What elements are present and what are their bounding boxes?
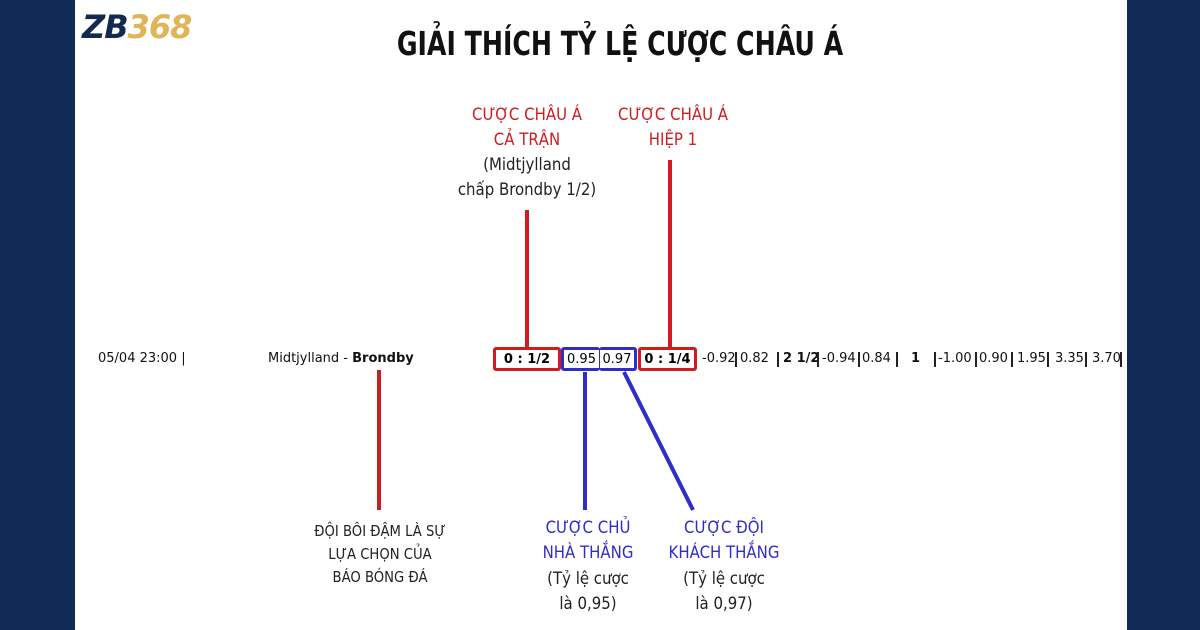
column-divider xyxy=(735,352,737,367)
odds-value: 0.90 xyxy=(979,351,1008,366)
odds-value: -1.00 xyxy=(938,351,972,366)
away-odds-box: 0.97 xyxy=(599,347,637,371)
column-divider xyxy=(896,352,898,367)
page-title: GIẢI THÍCH TỶ LỆ CƯỢC CHÂU Á xyxy=(396,24,844,63)
full-match-pointer xyxy=(525,210,529,347)
column-divider xyxy=(934,352,936,367)
first-half-pointer xyxy=(668,160,672,347)
column-divider xyxy=(1120,352,1122,367)
odds-value: 0.84 xyxy=(862,351,891,366)
handicap-half-box: 0 : 1/4 xyxy=(638,347,697,371)
odds-value: 0.82 xyxy=(740,351,769,366)
column-divider xyxy=(1085,352,1087,367)
column-divider xyxy=(1011,352,1013,367)
odds-value: 2 1/2 xyxy=(783,351,820,366)
column-divider xyxy=(777,352,779,367)
odds-value: 3.35 xyxy=(1055,351,1084,366)
content-panel xyxy=(75,0,1127,630)
match-teams: Midtjylland - Brondby xyxy=(268,351,414,366)
home-win-pointer xyxy=(583,372,587,510)
odds-value: 1.95 xyxy=(1017,351,1046,366)
zb368-logo: ZB368 xyxy=(82,8,192,46)
bold-team-pointer xyxy=(377,370,381,510)
column-divider xyxy=(1047,352,1049,367)
odds-value: -0.92 xyxy=(702,351,736,366)
odds-value: -0.94 xyxy=(822,351,856,366)
odds-value: 3.70 xyxy=(1092,351,1121,366)
handicap-full-box: 0 : 1/2 xyxy=(493,347,561,371)
odds-value: 1 xyxy=(911,351,921,366)
column-divider xyxy=(975,352,977,367)
match-datetime: 05/04 23:00 | xyxy=(98,351,186,366)
column-divider xyxy=(817,352,819,367)
column-divider xyxy=(858,352,860,367)
